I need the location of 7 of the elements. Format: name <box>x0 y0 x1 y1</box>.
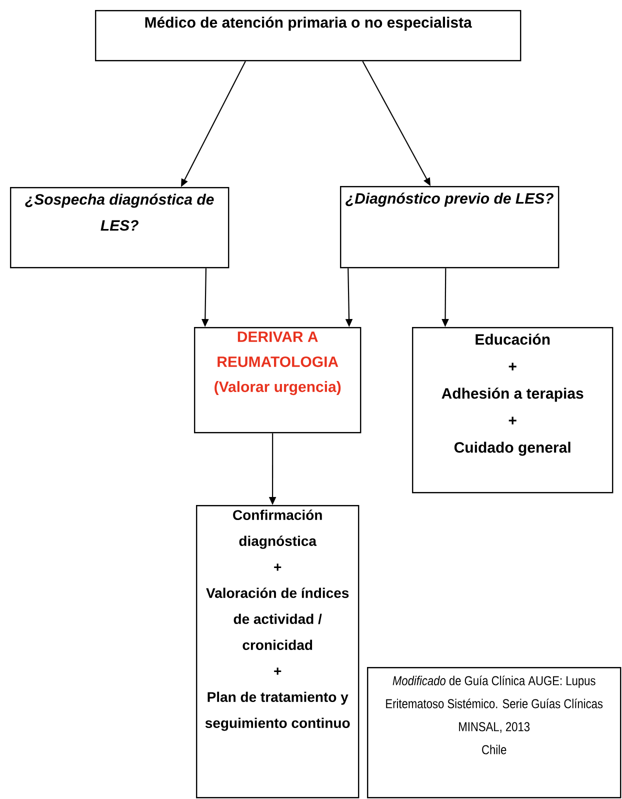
referral-box: DERIVAR A REUMATOLOGIA (Valorar urgencia) <box>194 327 362 434</box>
process-box: Educación + Adhesión a terapias + Cuidado general <box>412 327 614 494</box>
question-box: ¿Sospecha diagnóstica de LES? <box>10 187 230 268</box>
process-box: Confirmación diagnóstica + Valoración de índices de actividad / cronicidad + Plan de tratamiento y seguimiento continuo <box>196 505 360 798</box>
source-note-box: Modificado de Guía Clínica AUGE: Lupus Eritematoso Sistémico. Serie Guías Clínicas MINSAL, 2013 Chile <box>367 667 622 798</box>
process-box: Médico de atención primaria o no especialista <box>95 10 522 62</box>
question-box: ¿Diagnóstico previo de LES? <box>340 186 560 268</box>
